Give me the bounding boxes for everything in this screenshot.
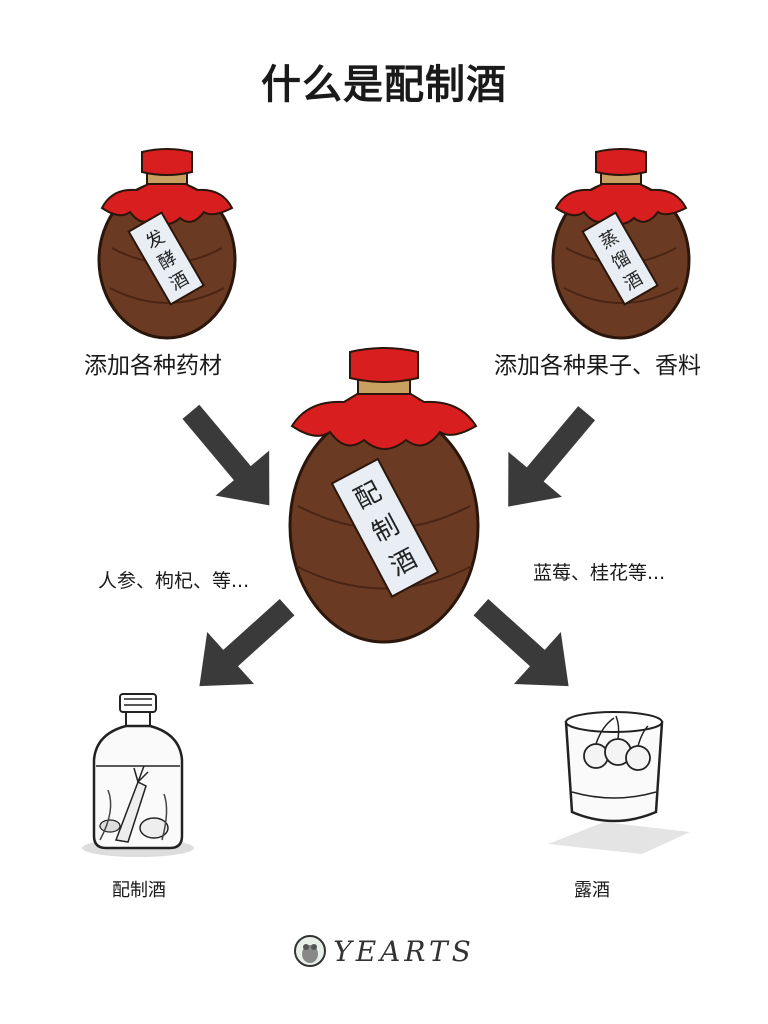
- right-jar-caption: 添加各种果子、香料: [494, 353, 701, 379]
- arrow-down-right-icon: [473, 599, 569, 687]
- arrow-down-left-icon: [508, 406, 596, 507]
- cherry-glass-icon: [548, 711, 690, 854]
- arrow-down-right-icon: [182, 404, 270, 506]
- arrow-down-left-icon: [199, 599, 295, 687]
- page-title: 什么是配制酒: [261, 62, 507, 108]
- fermented-wine-jar: 发 酵 酒: [97, 148, 237, 340]
- brand-name: YEARTS: [333, 934, 475, 968]
- brand-footer: YEARTS: [0, 934, 768, 968]
- right-output-label: 露酒: [574, 880, 610, 901]
- left-output-label: 配制酒: [112, 880, 166, 901]
- compounded-liquor-jar: 配 制 酒: [288, 347, 480, 644]
- herb-bottle-icon: [82, 693, 194, 857]
- brand-logo-icon: [294, 935, 327, 967]
- distilled-spirit-jar: 蒸 馏 酒: [551, 148, 691, 340]
- right-examples-text: 蓝莓、桂花等...: [533, 562, 666, 584]
- left-examples-text: 人参、枸杞、等...: [98, 570, 250, 592]
- left-jar-caption: 添加各种药材: [84, 353, 222, 379]
